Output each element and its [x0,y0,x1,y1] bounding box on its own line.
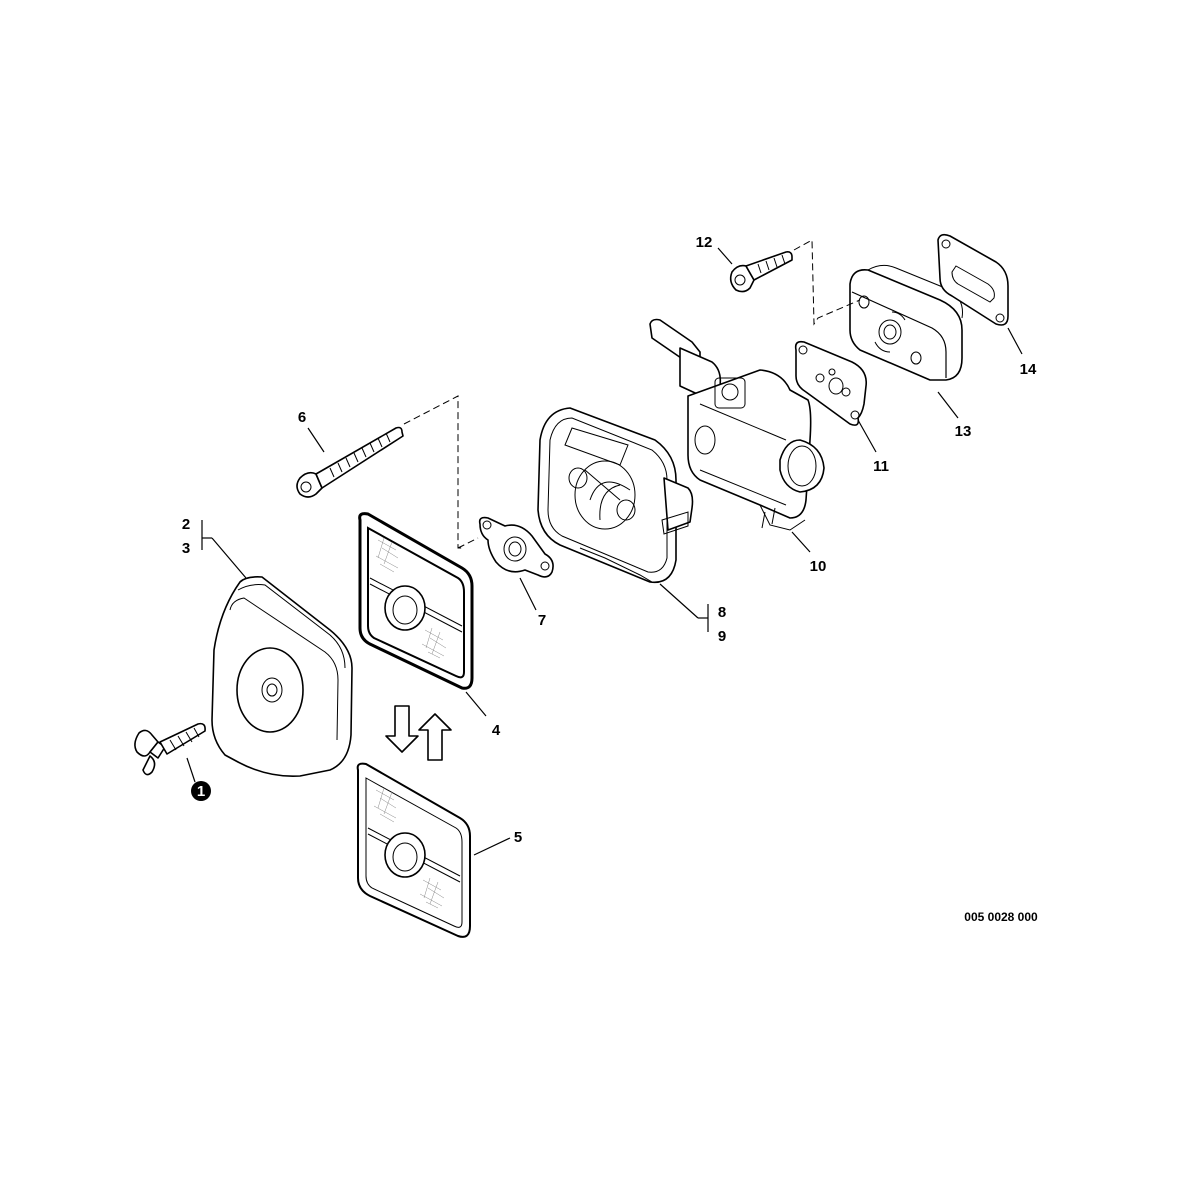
callout-9: 9 [718,628,726,645]
air-filter-element-part[interactable] [358,512,474,690]
carburetor-gasket-part[interactable] [794,340,868,426]
alt-air-filter-part[interactable] [356,762,471,938]
carburetor-part[interactable] [649,318,825,531]
insulator-part[interactable] [849,264,963,381]
callout-1-text: 1 [197,783,205,800]
diagram-code: 005 0028 000 [964,910,1038,924]
leader-lines [186,239,1023,856]
callout-7: 7 [538,612,546,629]
callout-11: 11 [873,458,889,475]
callout-8: 8 [718,604,726,621]
callout-1: 1 [191,781,211,801]
screw-part[interactable] [729,251,793,293]
callout-2: 2 [182,516,190,533]
callout-14: 14 [1020,361,1037,378]
callout-3: 3 [182,540,190,557]
callout-4: 4 [492,722,501,739]
air-filter-cover-part[interactable] [211,576,353,778]
callout-6: 6 [298,409,306,426]
plate-gasket-part[interactable] [478,516,554,578]
callout-5: 5 [514,829,522,846]
long-bolt-part[interactable] [296,426,404,498]
callout-10: 10 [810,558,827,575]
air-cleaner-case-part[interactable] [537,407,694,584]
insulator-gasket-part[interactable] [937,233,1009,326]
interchange-arrows-icon [385,705,452,761]
callout-13: 13 [955,423,972,440]
callout-12: 12 [696,234,713,251]
wing-bolt-part[interactable] [134,722,206,776]
